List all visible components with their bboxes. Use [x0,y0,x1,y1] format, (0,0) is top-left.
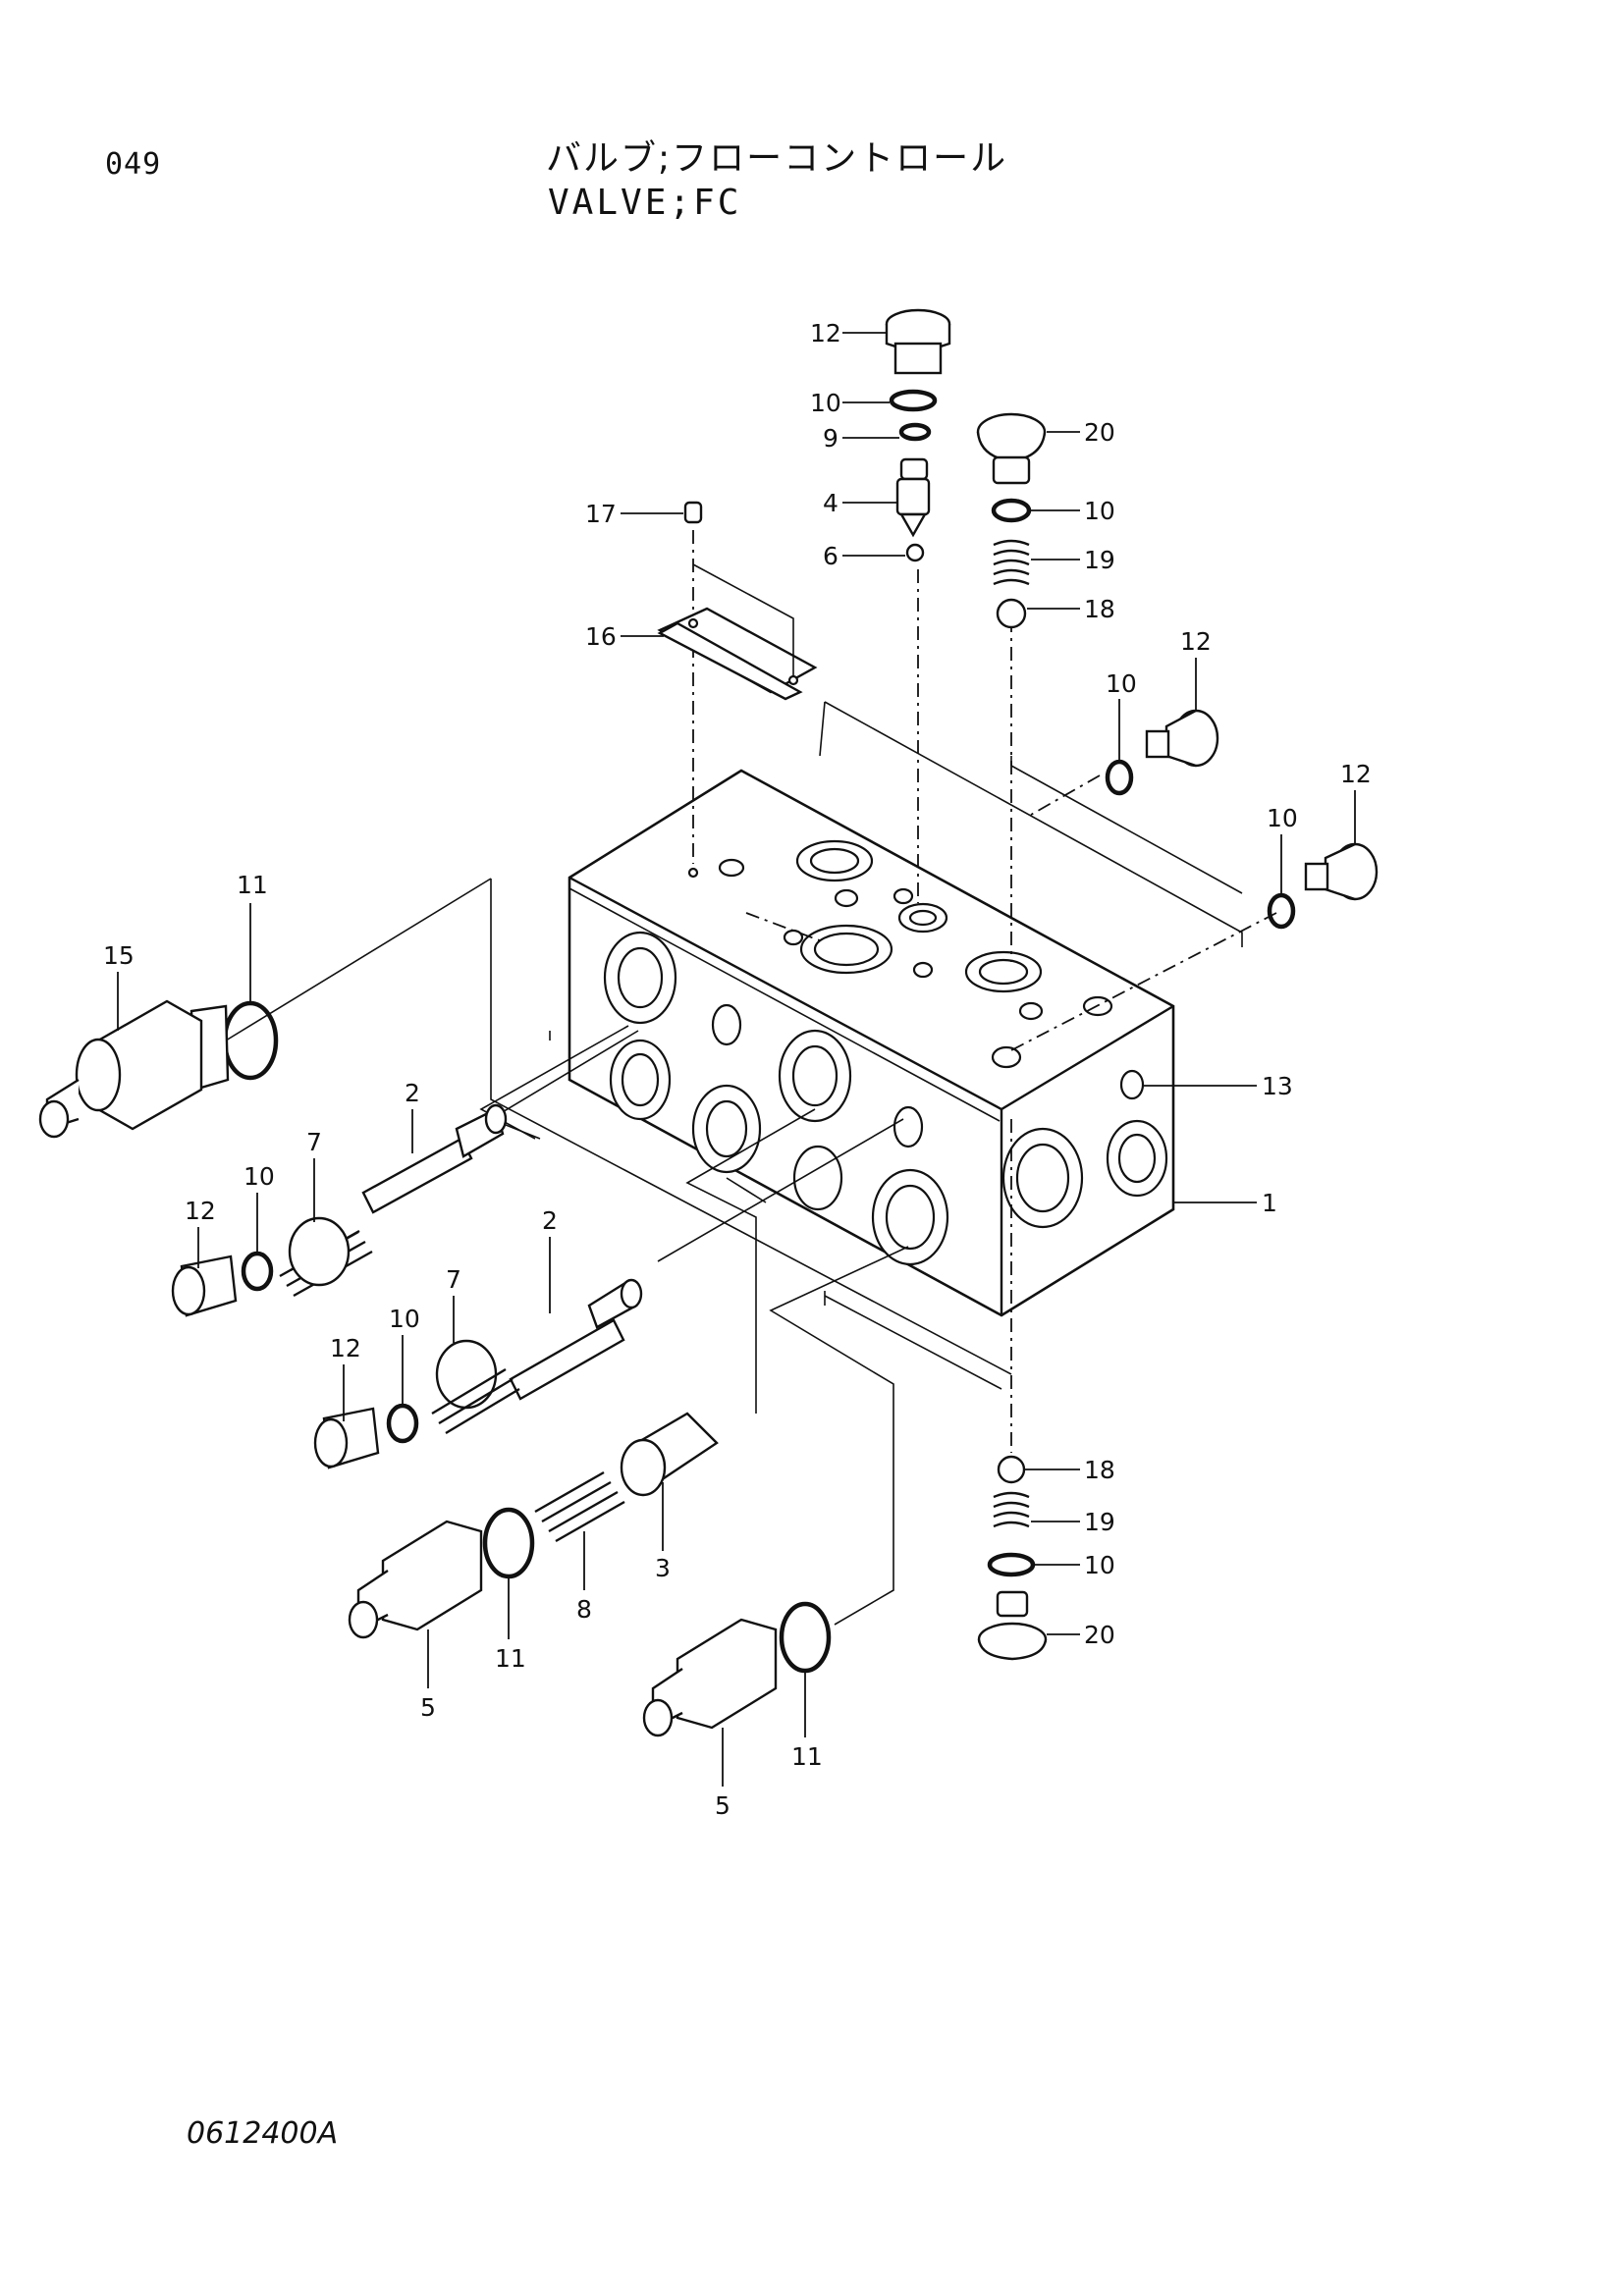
part-label: 18 [1084,595,1115,623]
top-right-plug-stack [976,412,1047,629]
part-label: 9 [823,424,839,453]
part-label: 11 [791,1742,823,1771]
page-number: 049 [105,147,162,182]
top-plug-stack [885,308,951,562]
plug-assembly-5b [642,1601,832,1737]
right-plug-1 [1105,709,1219,796]
spool-assembly-b [313,1278,643,1469]
name-plate [657,563,818,701]
part-label: 12 [1180,627,1212,656]
right-plug-2 [1267,842,1379,930]
part-label: 10 [243,1162,275,1191]
pin [683,501,703,524]
part-label: 19 [1084,546,1115,574]
part-label: 5 [715,1791,730,1820]
part-label: 10 [1106,669,1137,698]
part-label: 10 [1267,804,1298,832]
part-label: 20 [1084,418,1115,447]
part-label: 12 [330,1334,361,1362]
title-english: VALVE;FC [548,183,742,223]
spool-assembly-a [171,1103,508,1317]
part-label: 19 [1084,1508,1115,1536]
title-japanese: バルブ;フローコントロール [546,138,1008,179]
fitting-15 [38,999,279,1139]
part-label: 5 [420,1693,436,1722]
part-label: 15 [103,941,135,970]
part-label: 2 [542,1206,558,1235]
part-label: 1 [1262,1189,1277,1217]
part-label: 20 [1084,1621,1115,1649]
drawing-code: 0612400A [187,2116,339,2151]
part-label: 10 [810,389,841,417]
part-label: 7 [446,1265,461,1294]
part-label: 11 [495,1644,526,1673]
part-label: 12 [1340,760,1372,788]
part-label: 18 [1084,1456,1115,1484]
part-label: 16 [585,622,617,651]
part-label: 11 [237,871,268,899]
part-label: 13 [1262,1072,1293,1100]
part-label: 3 [655,1554,671,1582]
part-label: 6 [823,542,839,570]
leader-lines [117,332,1356,1787]
part-label: 10 [1084,1551,1115,1579]
bottom-right-plug-stack [977,1455,1048,1661]
part-label: 7 [306,1128,322,1156]
part-label: 2 [405,1079,420,1107]
part-label: 10 [1084,497,1115,525]
part-labels: 12 10 9 4 6 20 10 19 18 17 16 12 10 12 1… [103,319,1372,1820]
part-label: 10 [389,1305,420,1333]
part-label: 12 [810,319,841,347]
part-label: 4 [823,489,839,517]
piston-assembly [348,1412,719,1639]
part-label: 8 [576,1595,592,1624]
part-label: 12 [185,1197,216,1225]
part-label: 17 [585,500,617,528]
valve-body [568,769,1175,1317]
